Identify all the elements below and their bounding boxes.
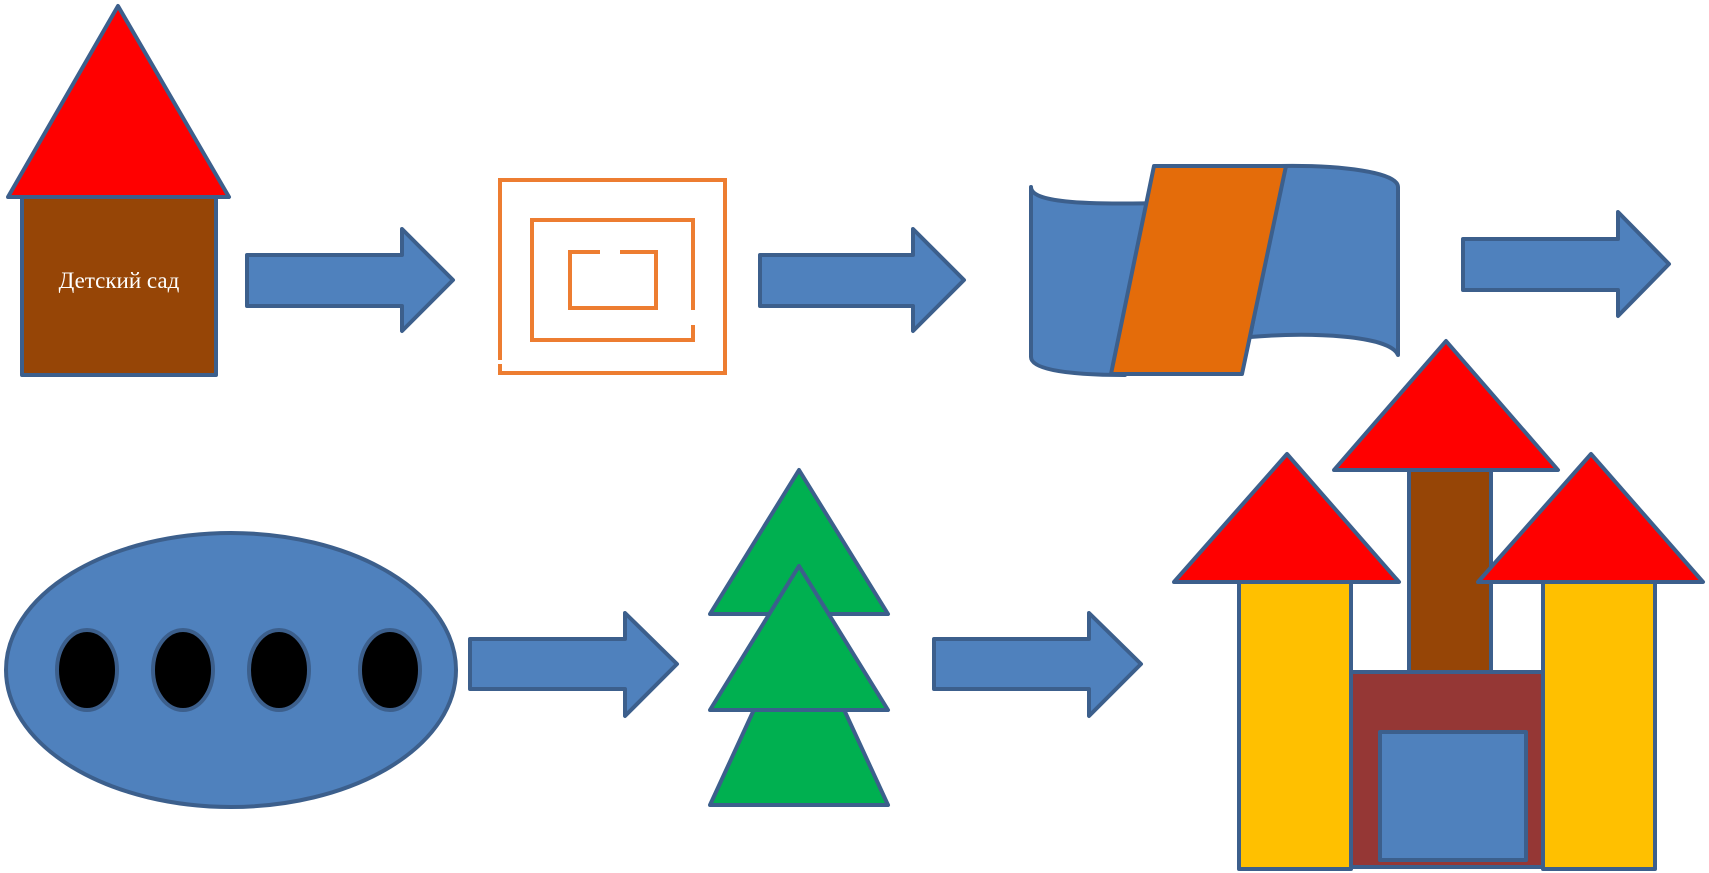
left-tower-roof [1172, 452, 1401, 584]
scroll-center-band [1109, 164, 1288, 376]
maze-outer-wall [498, 178, 727, 375]
scroll-icon [1029, 163, 1400, 377]
blue-ellipse [4, 531, 458, 809]
tree-middle-tier [708, 564, 890, 712]
chimney [1407, 468, 1493, 677]
hole-3 [247, 628, 311, 712]
maze-inner-wall [568, 250, 658, 310]
scroll-right-panel [1248, 163, 1400, 357]
house-roof [6, 4, 231, 199]
arrow-right-icon [245, 227, 455, 333]
hole-1 [55, 628, 119, 712]
ellipse-with-holes-icon [4, 531, 458, 809]
left-tower [1237, 580, 1353, 871]
house-icon: Детский сад [6, 4, 231, 377]
arrow-right-icon [1461, 210, 1671, 318]
maze-middle-wall [530, 218, 695, 342]
maze-icon [498, 178, 727, 375]
hole-4 [358, 628, 422, 712]
hole-2 [151, 628, 215, 712]
right-tower [1541, 580, 1657, 871]
arrow-right-icon [758, 227, 966, 333]
fir-tree-icon [708, 468, 890, 807]
house-body [20, 195, 218, 377]
castle-window [1378, 730, 1528, 862]
arrow-right-icon [468, 611, 679, 718]
right-tower-roof [1476, 452, 1705, 584]
arrow-right-icon [932, 611, 1143, 718]
castle-icon [1172, 339, 1705, 871]
center-roof [1332, 339, 1560, 472]
house-label: Детский сад [59, 268, 180, 293]
